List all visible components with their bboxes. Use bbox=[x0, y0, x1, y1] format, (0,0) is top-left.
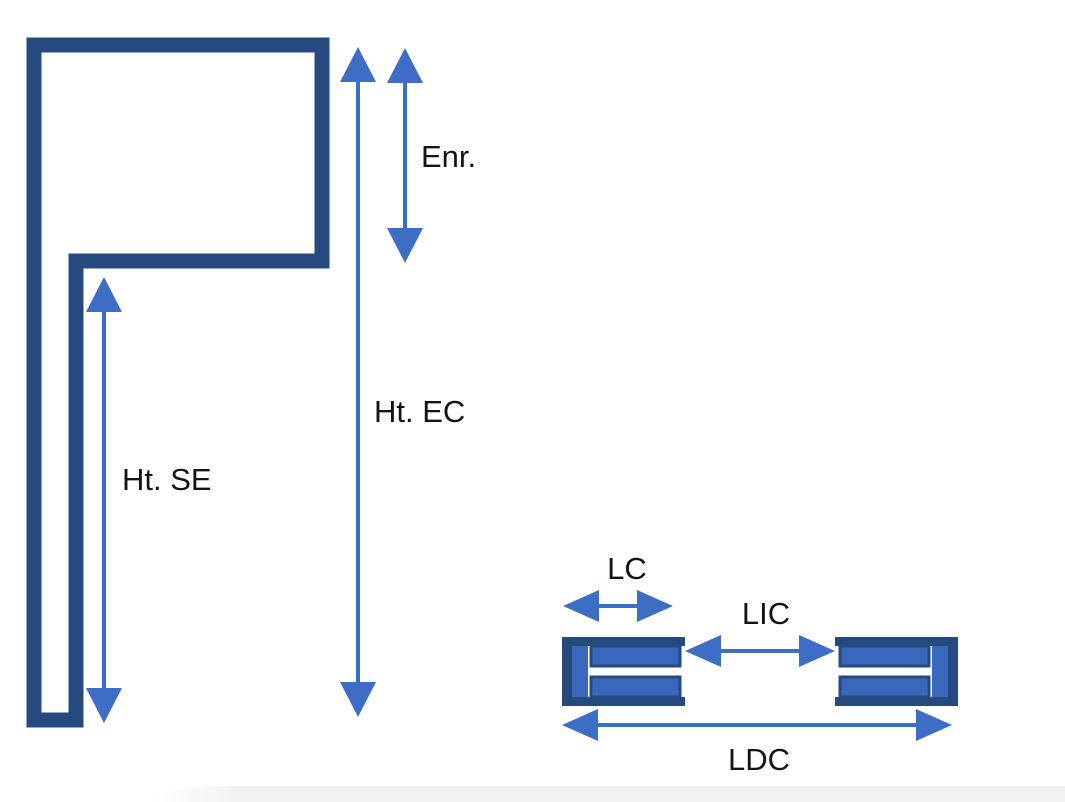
lc-label: LC bbox=[607, 551, 647, 586]
ldc-arrow-right-icon bbox=[916, 709, 952, 741]
left-connector-bottom-bar bbox=[589, 675, 682, 699]
ht-se-dimension-arrow bbox=[86, 277, 122, 723]
lic-label: LIC bbox=[741, 596, 791, 631]
left-connector-frame bbox=[562, 637, 685, 706]
ht-ec-arrow-up-icon bbox=[340, 47, 376, 82]
ldc-dimension-arrow bbox=[562, 709, 952, 741]
lic-arrow-left-icon bbox=[685, 635, 721, 667]
right-connector-unit bbox=[835, 637, 958, 706]
right-connector-end-plate bbox=[932, 646, 948, 697]
ht-ec-label: Ht. EC bbox=[374, 394, 466, 429]
enr-dimension-arrow bbox=[387, 48, 423, 263]
ht-ec-arrow-down-icon bbox=[340, 682, 376, 717]
left-connector-top-bar bbox=[589, 644, 682, 668]
ht-se-label: Ht. SE bbox=[122, 462, 212, 497]
lic-arrow-right-icon bbox=[799, 635, 835, 667]
bottom-window-edge bbox=[148, 786, 1065, 802]
right-connector-frame bbox=[835, 637, 958, 706]
lc-dimension-arrow bbox=[563, 590, 673, 622]
ldc-arrow-left-icon bbox=[562, 709, 598, 741]
right-connector-top-bar bbox=[838, 644, 931, 668]
ht-se-arrow-up-icon bbox=[86, 277, 122, 312]
enr-arrow-up-icon bbox=[387, 48, 423, 83]
left-connector-unit bbox=[562, 637, 685, 706]
ht-se-arrow-down-icon bbox=[86, 688, 122, 723]
enr-arrow-down-icon bbox=[387, 228, 423, 263]
lc-arrow-left-icon bbox=[563, 590, 599, 622]
left-connector-end-plate bbox=[572, 646, 588, 697]
right-connector-bottom-bar bbox=[838, 675, 931, 699]
ldc-label: LDC bbox=[727, 742, 791, 777]
lic-dimension-arrow bbox=[685, 635, 835, 667]
lc-arrow-right-icon bbox=[637, 590, 673, 622]
enr-label: Enr. bbox=[421, 139, 477, 174]
ht-ec-dimension-arrow bbox=[340, 47, 376, 717]
structure-cross-section bbox=[26, 37, 330, 728]
